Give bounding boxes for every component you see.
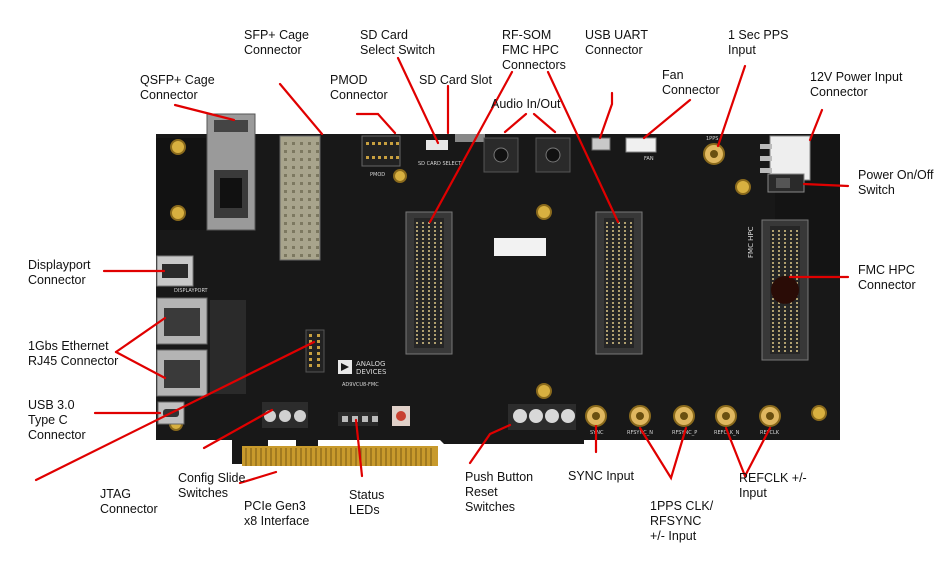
leader-pmod [355,112,397,135]
sd-card-select-switch [426,140,448,150]
label-qsfp: QSFP+ Cage Connector [140,73,215,102]
leader-refclk [724,426,772,479]
label-power-switch: Power On/Off Switch [858,168,934,197]
leader-power-switch [802,182,850,188]
board-label-sticker [494,238,546,256]
leader-ethernet-top [114,316,167,354]
sfp-cage [279,135,321,261]
leader-rf-som-left [428,70,514,224]
label-status-leds: Status LEDs [349,488,385,517]
ethernet-connectors [156,297,246,397]
label-usb3: USB 3.0 Type C Connector [28,398,86,442]
pps-silk: 1PPS [706,136,718,142]
refclk-n-silk: REFCLK_N [714,430,740,436]
leader-sd-select [396,56,440,145]
label-sd-slot: SD Card Slot [419,73,492,87]
displayport-silk: DISPLAYPORT [174,288,209,294]
label-jtag: JTAG Connector [100,487,158,516]
label-usb-uart: USB UART Connector [585,28,648,57]
pcie-edge-connector [242,446,438,466]
label-sd-select: SD Card Select Switch [360,28,436,57]
label-rf-som: RF-SOM FMC HPC Connectors [502,28,566,72]
logo-line1: ANALOG [356,360,385,368]
label-push-button: Push Button Reset Switches [465,470,534,514]
leader-usb-uart [598,91,614,140]
label-config-switches: Config Slide Switches [178,471,246,500]
leader-sfp [278,82,324,136]
leader-power-input [808,108,824,142]
logo-line2: DEVICES [356,368,387,376]
label-sync-input: SYNC Input [568,469,635,483]
leader-fan [642,98,692,140]
leader-audio-right [532,112,557,134]
label-pps-clk: 1PPS CLK/ RFSYNC +/- Input [650,499,714,543]
fan-connector [625,137,657,153]
refclk-silk: REFCLK [760,430,780,436]
pps-sma-connector [703,143,725,165]
fmc-hpc-silk: FMC HPC [747,226,755,258]
pmod-connector [361,135,401,167]
label-audio: Audio In/Out [491,97,561,111]
pmod-silk: PMOD [370,172,385,178]
usb-uart-connector [591,137,611,151]
leader-jtag [34,340,316,482]
analog-devices-logo: ANALOG DEVICES AD9VCU8-FMC [338,360,387,388]
label-refclk: REFCLK +/- Input [739,471,807,500]
mounting-holes [169,139,827,431]
power-switch [767,173,805,193]
leader-pps [716,64,747,148]
config-slide-switches [262,402,308,428]
leader-lines [34,56,850,485]
leader-audio-left [503,112,528,134]
label-fmc-hpc: FMC HPC Connector [858,263,916,292]
label-displayport: Displayport Connector [28,258,91,287]
label-fan: Fan Connector [662,68,720,97]
sma-centers [592,412,774,420]
rf-som-fmc-connectors [405,211,643,355]
fan-silk: FAN [644,156,654,162]
label-power-input: 12V Power Input Connector [810,70,903,99]
label-pmod: PMOD Connector [330,73,388,102]
qsfp-cage [206,113,256,231]
status-leds [338,406,410,426]
leader-rf-som-right [546,70,620,224]
push-buttons [508,404,576,430]
label-sfp: SFP+ Cage Connector [244,28,309,57]
board-name-silk: AD9VCU8-FMC [342,382,379,388]
leader-ethernet-bottom [114,350,167,380]
sd-select-silk: SD CARD SELECT [418,161,462,167]
leader-push-buttons [468,423,512,465]
fmc-hpc-connector [761,219,809,361]
leader-qsfp [173,103,236,122]
sd-card-slot [455,134,485,142]
leader-status-leds [354,418,364,478]
jtag-header [305,329,325,373]
label-pps-input: 1 Sec PPS Input [728,28,789,57]
leader-pcie [238,470,278,485]
leader-pps-clk [638,426,688,481]
label-pcie: PCIe Gen3 x8 Interface [244,499,310,528]
audio-jacks [483,137,571,173]
leader-config-switches [202,408,274,450]
rfsync-n-silk: RFSYNC_N [627,430,653,436]
label-ethernet: 1Gbs Ethernet RJ45 Connector [28,339,119,368]
